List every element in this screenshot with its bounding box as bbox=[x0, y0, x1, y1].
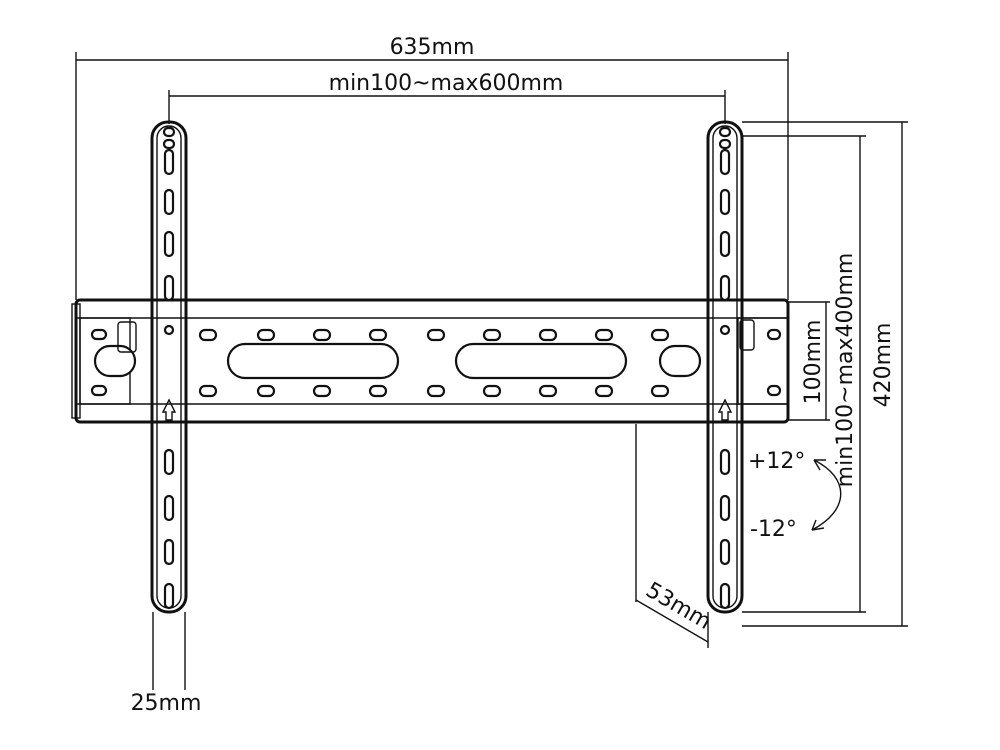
arm-slot bbox=[163, 230, 175, 258]
rail-slot bbox=[594, 384, 614, 398]
arm-slot bbox=[163, 448, 175, 476]
arm-slot bbox=[719, 448, 731, 476]
arm-slot bbox=[719, 274, 731, 302]
tilt-indicator: +12° -12° bbox=[748, 449, 842, 542]
rail-slots bbox=[90, 328, 782, 398]
rail-slot bbox=[538, 328, 558, 342]
rail-slot bbox=[482, 328, 502, 342]
tilt-down-label: -12° bbox=[750, 517, 797, 542]
tilt-knobs bbox=[117, 319, 755, 353]
arm-slot bbox=[719, 148, 731, 176]
tilt-up-label: +12° bbox=[748, 449, 805, 474]
arm-width-label: 25mm bbox=[131, 691, 202, 716]
rail-slot bbox=[650, 384, 670, 398]
hole-spacing-horizontal-label: min100~max600mm bbox=[329, 71, 564, 96]
rail-slot bbox=[482, 384, 502, 398]
rail-slot bbox=[90, 384, 108, 397]
arrow-up-icon bbox=[813, 459, 826, 471]
rail-height-label: 100mm bbox=[801, 320, 826, 405]
dim-hole-spacing-vertical: min100~max400mm bbox=[742, 135, 866, 613]
arm-slot bbox=[163, 538, 175, 566]
dim-hole-spacing-horizontal: min100~max600mm bbox=[168, 71, 726, 124]
up-arrow-icon bbox=[717, 398, 733, 421]
left-arm bbox=[150, 120, 188, 614]
arm-slot bbox=[163, 494, 175, 522]
arm-slot bbox=[719, 188, 731, 216]
wall-distance-label: 53mm bbox=[641, 578, 715, 635]
arm-slot bbox=[719, 582, 731, 610]
rail-slot bbox=[312, 384, 332, 398]
arrow-down-icon bbox=[811, 519, 825, 531]
rail-slot bbox=[312, 328, 332, 342]
arm-slot bbox=[162, 138, 176, 150]
rail-slot bbox=[766, 328, 782, 341]
arm-slot bbox=[718, 126, 732, 138]
overall-height-label: 420mm bbox=[871, 323, 896, 408]
rail-slot bbox=[368, 328, 388, 342]
arm-slot bbox=[718, 138, 732, 150]
dim-arm-width: 25mm bbox=[131, 612, 202, 716]
arm-slot bbox=[719, 230, 731, 258]
dim-rail-height: 100mm bbox=[788, 301, 830, 421]
rail-slot bbox=[256, 328, 276, 342]
rail-slot bbox=[256, 384, 276, 398]
arm-slot bbox=[163, 188, 175, 216]
overall-width-label: 635mm bbox=[390, 35, 475, 60]
arm-slot bbox=[162, 126, 176, 138]
up-arrow-icon bbox=[161, 398, 177, 421]
rail-slot bbox=[368, 384, 388, 398]
dim-overall-width: 635mm bbox=[75, 35, 789, 300]
arm-slot bbox=[163, 148, 175, 176]
rail-slot bbox=[766, 384, 782, 397]
arm-slot bbox=[719, 494, 731, 522]
hole-spacing-vertical-label: min100~max400mm bbox=[833, 253, 858, 488]
rail-slot bbox=[90, 328, 108, 341]
rail-slot bbox=[426, 328, 446, 342]
arm-slot bbox=[163, 582, 175, 610]
rail-slot bbox=[650, 328, 670, 342]
dim-wall-distance: 53mm bbox=[635, 424, 715, 648]
rail-slot bbox=[538, 384, 558, 398]
dim-overall-height: 420mm bbox=[742, 121, 908, 627]
rail-slot bbox=[594, 328, 614, 342]
rail-slot bbox=[426, 384, 446, 398]
rail-slot bbox=[198, 384, 218, 398]
arm-slot bbox=[719, 538, 731, 566]
rail-slot bbox=[198, 328, 218, 342]
right-arm bbox=[706, 120, 744, 614]
rail-cutouts bbox=[93, 342, 702, 380]
arm-slot bbox=[163, 274, 175, 302]
